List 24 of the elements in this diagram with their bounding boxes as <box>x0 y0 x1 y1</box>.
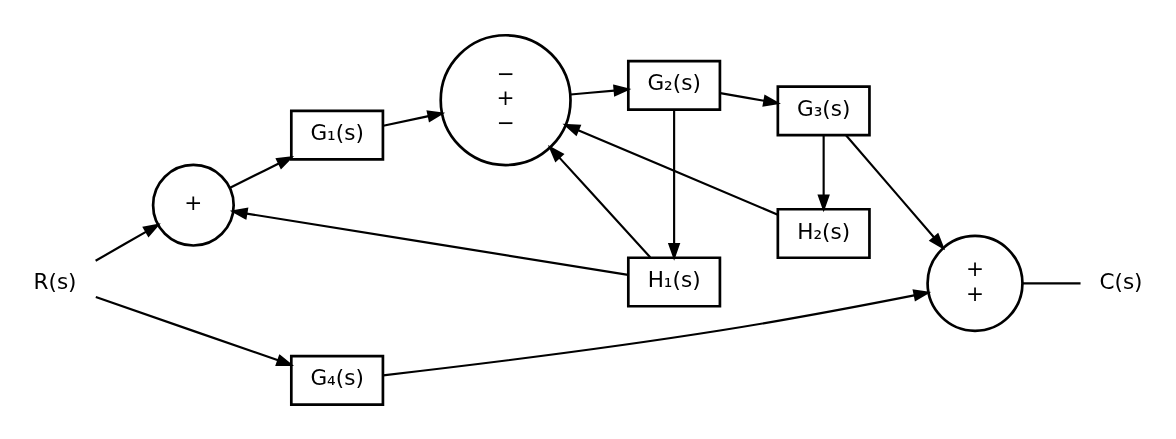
arrow <box>95 222 161 262</box>
arrow <box>562 123 779 216</box>
node-box: G₃(s) <box>776 84 871 137</box>
arrow <box>817 135 830 212</box>
node-box: G₂(s) <box>626 59 722 111</box>
arrow <box>383 288 932 376</box>
arrow <box>229 155 295 189</box>
node-box: H₁(s) <box>626 255 722 308</box>
node-circle: − + − <box>439 33 572 166</box>
node-box: G₁(s) <box>289 109 385 161</box>
arrow <box>845 134 946 250</box>
arrow <box>95 295 295 366</box>
arrow <box>570 83 632 97</box>
node-text: C(s) <box>1099 267 1143 293</box>
connector <box>1022 281 1081 284</box>
node-box: G₄(s) <box>289 354 385 406</box>
node-box: H₂(s) <box>776 207 871 259</box>
node-circle: + <box>151 163 235 247</box>
arrow <box>547 144 651 258</box>
arrow <box>229 207 629 276</box>
arrow <box>720 91 781 107</box>
arrow <box>383 109 446 127</box>
arrow <box>667 109 681 261</box>
node-text: R(s) <box>33 267 77 293</box>
